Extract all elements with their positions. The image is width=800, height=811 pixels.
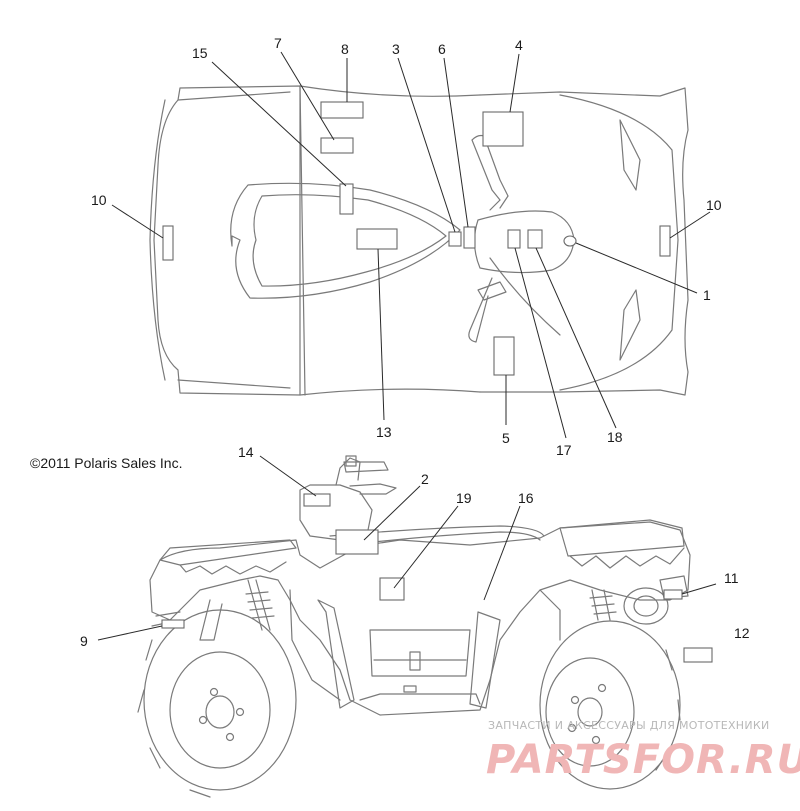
decal-14 bbox=[303, 493, 331, 507]
callout-4: 4 bbox=[515, 37, 523, 53]
decal-13 bbox=[356, 228, 398, 250]
callout-9: 9 bbox=[80, 633, 88, 649]
watermark-tagline: ЗАПЧАСТИ И АКСЕССУАРЫ ДЛЯ МОТОТЕХНИКИ bbox=[488, 719, 770, 732]
decal-6 bbox=[463, 226, 476, 249]
callout-18: 18 bbox=[607, 429, 623, 445]
decal-9 bbox=[161, 619, 185, 629]
watermark-site: PARTSFOR.RU bbox=[486, 737, 800, 783]
decal-10-front bbox=[659, 225, 671, 257]
callout-5: 5 bbox=[502, 430, 510, 446]
callout-3: 3 bbox=[392, 41, 400, 57]
callout-7: 7 bbox=[274, 35, 282, 51]
watermark: ЗАПЧАСТИ И АКСЕССУАРЫ ДЛЯ МОТОТЕХНИКИ PA… bbox=[486, 719, 800, 783]
callout-15: 15 bbox=[192, 45, 208, 61]
callout-numbers: 15 7 8 3 6 4 10 10 1 13 5 17 18 14 2 19 … bbox=[80, 35, 750, 649]
copyright-text: ©2011 Polaris Sales Inc. bbox=[30, 455, 182, 471]
decal-15 bbox=[339, 183, 354, 215]
callout-2: 2 bbox=[421, 471, 429, 487]
decal-19 bbox=[379, 577, 405, 601]
atv-side-view bbox=[137, 455, 713, 798]
decal-7 bbox=[320, 137, 354, 154]
decal-2 bbox=[335, 529, 379, 555]
callout-12: 12 bbox=[734, 625, 750, 641]
leader-lines-top bbox=[111, 51, 711, 439]
decal-12 bbox=[683, 647, 713, 663]
decal-18 bbox=[527, 229, 543, 249]
callout-16: 16 bbox=[518, 490, 534, 506]
leader-lines-side bbox=[97, 455, 717, 641]
callout-8: 8 bbox=[341, 41, 349, 57]
decal-5 bbox=[493, 336, 515, 376]
decal-11 bbox=[663, 589, 683, 600]
callout-6: 6 bbox=[438, 41, 446, 57]
callout-17: 17 bbox=[556, 442, 572, 458]
callout-1: 1 bbox=[703, 287, 711, 303]
atv-top-view bbox=[149, 85, 689, 396]
callout-10-rear: 10 bbox=[91, 192, 107, 208]
decal-4 bbox=[482, 111, 524, 147]
callout-11: 11 bbox=[724, 570, 739, 586]
decal-10-rear bbox=[162, 225, 174, 261]
decal-1 bbox=[563, 235, 577, 247]
decal-17 bbox=[507, 229, 521, 249]
callout-10-front: 10 bbox=[706, 197, 722, 213]
callout-19: 19 bbox=[456, 490, 472, 506]
decal-8 bbox=[320, 101, 364, 119]
callout-14: 14 bbox=[238, 444, 254, 460]
decal-3 bbox=[448, 231, 462, 247]
callout-13: 13 bbox=[376, 424, 392, 440]
